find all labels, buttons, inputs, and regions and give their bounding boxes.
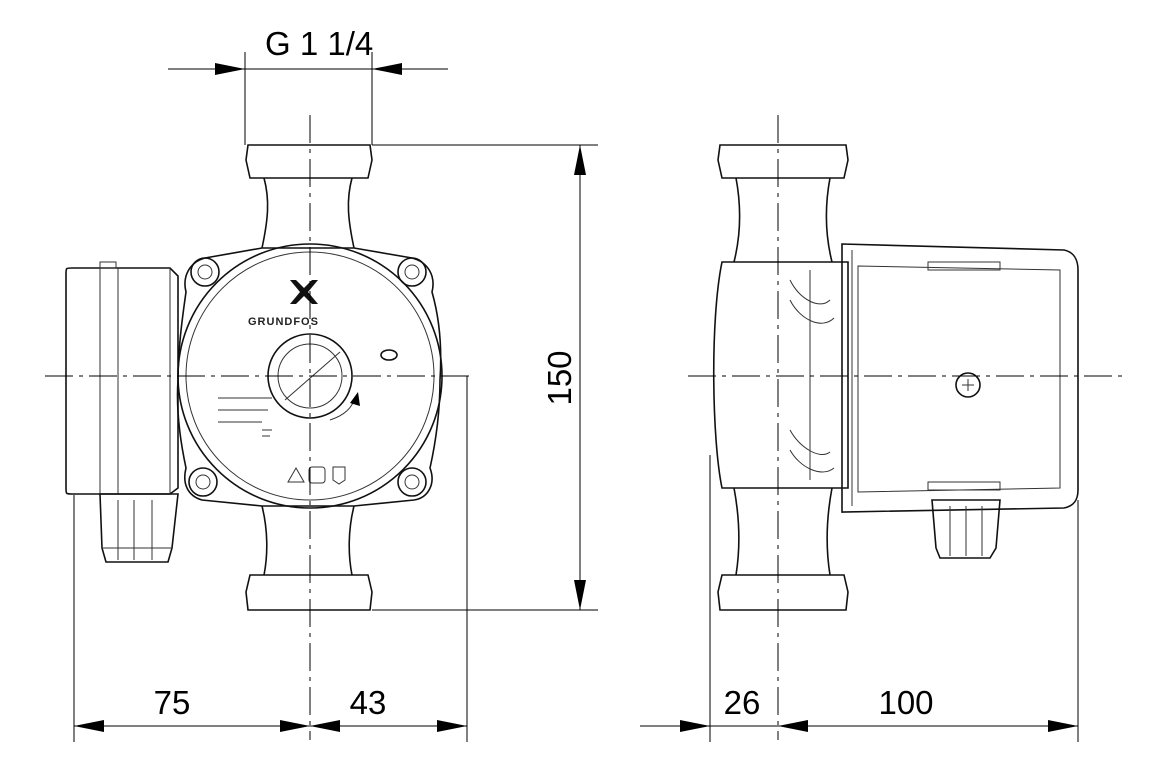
screw-icon xyxy=(955,372,981,398)
mounting-boss-tl xyxy=(190,257,220,287)
rotation-arrow xyxy=(329,395,357,421)
cable-gland-side xyxy=(931,499,1001,559)
vde-mark-icon xyxy=(332,466,346,485)
motor-housing xyxy=(841,243,1079,513)
dim-left-width-label: 75 xyxy=(154,684,191,721)
speed-scale xyxy=(218,397,272,437)
warning-icon xyxy=(287,466,305,483)
side-view xyxy=(688,115,1124,740)
terminal-box xyxy=(65,261,179,495)
dim-right-width-label: 43 xyxy=(350,684,387,721)
certification-marks xyxy=(287,466,346,485)
dim-thread-label: G 1 1/4 xyxy=(265,25,373,62)
ce-mark-icon xyxy=(308,466,326,484)
dim-side-offset-label: 26 xyxy=(724,684,761,721)
mounting-boss-br xyxy=(397,467,427,497)
front-view: GRUNDFOS xyxy=(45,115,470,740)
logo-brand-text: GRUNDFOS xyxy=(248,316,319,328)
dimension-lines xyxy=(73,52,1079,742)
mounting-boss-bl xyxy=(188,467,218,497)
cable-gland-front xyxy=(99,493,179,563)
mounting-boss-tr xyxy=(397,257,427,287)
dim-height-label: 150 xyxy=(541,350,578,405)
dim-side-depth-label: 100 xyxy=(878,684,933,721)
indicator-lamp xyxy=(380,349,398,361)
grundfos-logo: GRUNDFOS xyxy=(248,280,319,328)
